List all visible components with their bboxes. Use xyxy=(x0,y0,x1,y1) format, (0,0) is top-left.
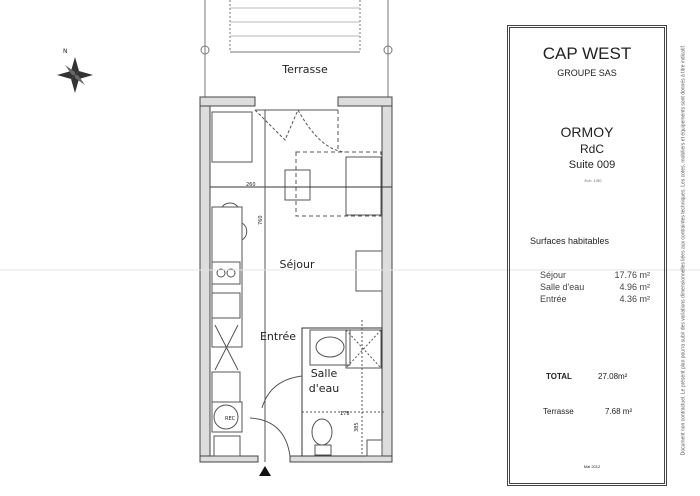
compass-icon: N xyxy=(57,48,93,93)
sink xyxy=(211,292,241,319)
dimension-living-width: 260 xyxy=(246,182,256,188)
toilet xyxy=(311,418,333,446)
company-name: CAP WEST xyxy=(542,44,632,63)
entrance-arrow-icon xyxy=(259,466,271,476)
terrace-label: Terrasse xyxy=(543,407,574,416)
furniture xyxy=(210,109,392,462)
svg-text:N: N xyxy=(63,48,68,55)
room-label-living: Séjour xyxy=(279,258,315,271)
terrace xyxy=(200,0,393,97)
room-label-bathroom-2: d'eau xyxy=(309,382,340,395)
dimension-bath-depth: 385 xyxy=(354,422,360,432)
room-label-entrance: Entrée xyxy=(260,330,296,343)
table xyxy=(295,151,382,217)
company-sub: GROUPE SAS xyxy=(557,68,617,78)
appliance-label: REC xyxy=(225,416,236,422)
total-value: 27.08m² xyxy=(598,372,628,381)
scale-note: Ech. 1/50 xyxy=(584,178,602,183)
unit-name: Suite 009 xyxy=(568,159,616,171)
dimension-living-depth: 760 xyxy=(258,215,264,225)
terrace-value: 7.68 m² xyxy=(605,407,633,416)
bed xyxy=(211,111,253,163)
room-label-bathroom-1: Salle xyxy=(311,367,338,380)
project-name: ORMOY xyxy=(560,124,614,140)
level: RdC xyxy=(579,142,604,156)
title-block: CAP WEST GROUPE SAS ORMOY RdC Suite 009 … xyxy=(507,25,667,486)
cooktop xyxy=(211,261,241,285)
dimension-bath-width: 178 xyxy=(340,411,350,417)
total-label: TOTAL xyxy=(546,372,572,381)
room-label-terrace: Terrasse xyxy=(281,63,328,76)
surfaces-title: Surfaces habitables xyxy=(530,236,610,246)
disclaimer: Document non contractuel. Le présent pla… xyxy=(680,44,687,456)
date: Mai 2012 xyxy=(583,464,601,469)
